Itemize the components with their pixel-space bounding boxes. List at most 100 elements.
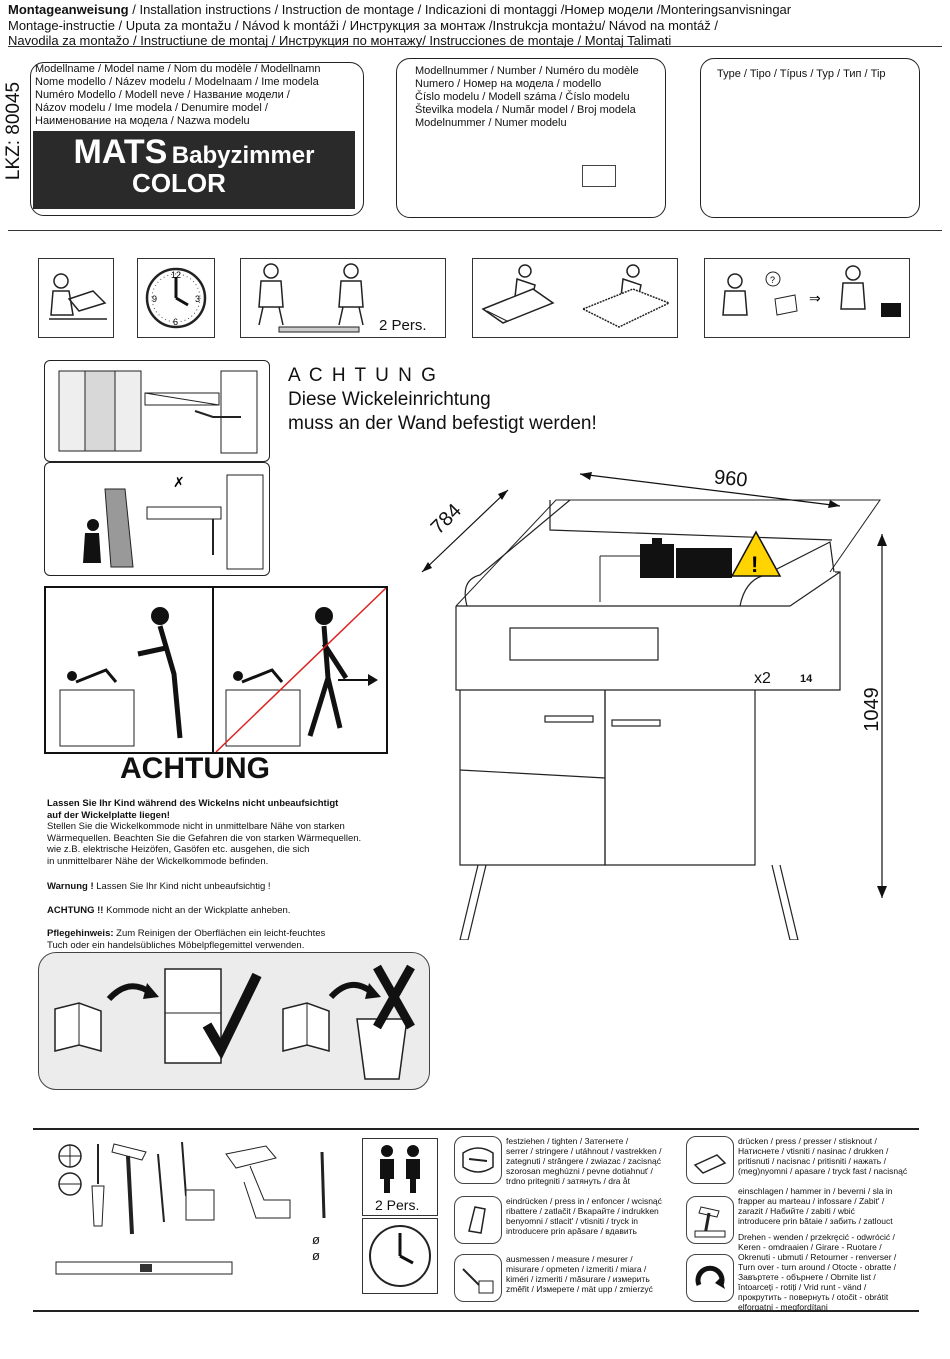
- product-drawing: !: [421, 472, 887, 940]
- warning-p4-bold: Pflegehinweis:: [47, 928, 114, 939]
- push-line: pritisnuti / nacisnac / pritisniti / наж…: [738, 1156, 886, 1166]
- model-number-box: Modellnummer / Number / Numéro du modèle…: [396, 58, 666, 218]
- warning-p1-bold2: auf der Wickelplatte liegen!: [47, 809, 170, 821]
- press-in-line: benyomni / stlacit' / vtisniti / tryck i…: [506, 1216, 638, 1226]
- tools-illustration: [55, 1141, 326, 1275]
- model-label-line: Наименование на модела / Nazwa modelu: [35, 115, 250, 127]
- model-name-main: MATS: [73, 133, 168, 171]
- missing-parts-picto: ? ⇒: [704, 258, 910, 338]
- two-persons-label: 2 Pers.: [379, 317, 427, 334]
- hammer-icon: [111, 1143, 147, 1161]
- warning-p1-bold1: Lassen Sie Ihr Kind während des Wickelns…: [47, 798, 339, 809]
- drill-icon: [225, 1145, 277, 1169]
- tighten-line: serrer / stringere / utáhnout / vastrekk…: [506, 1146, 662, 1156]
- file-instructions-icons: [54, 964, 415, 1080]
- time-tool-box: [362, 1218, 438, 1294]
- clock-12: 12: [171, 270, 181, 280]
- tighten-line: zategnuti / strângere / zwiazac / zacisn…: [506, 1156, 661, 1166]
- header-line-1: Montageanweisung / Installation instruct…: [8, 2, 948, 18]
- model-name-labels: Modellname / Model name / Nom du modèle …: [35, 63, 321, 128]
- hammer-in-icon: [694, 1206, 726, 1238]
- tighten-icon: [462, 1147, 494, 1173]
- clock-6: 6: [173, 317, 178, 327]
- push-line: (meg)nyomni / apasare / tryck fast / nac…: [738, 1166, 908, 1176]
- type-box: Type / Tipo / Típus / Typ / Тип / Tip: [700, 58, 920, 218]
- turn-line: прокрутить - повернуть / otočit - obráti…: [738, 1292, 889, 1302]
- press-in-line: eindrücken / press in / enfoncer / wcisn…: [506, 1196, 662, 1206]
- tighten-icon-box: [454, 1136, 502, 1184]
- tip-over-diagram: ✗: [44, 462, 270, 576]
- dimension-height: 1049: [860, 687, 883, 732]
- warning-paragraph-1: Lassen Sie Ihr Kind während des Wickelns…: [47, 798, 407, 867]
- read-instructions-picto: [38, 258, 114, 338]
- pencil-icon: [157, 1153, 165, 1223]
- warning-p1-line: wie z.B. elektrische Heizöfen, Gasöfen e…: [47, 844, 310, 855]
- turn-line: Okrenuti - ubmuti / Retourner - renverse…: [738, 1252, 897, 1262]
- carpet-assembly-icon: [481, 264, 671, 328]
- measure-line: změřit / Измерете / mät upp / zmierzyć: [506, 1284, 653, 1294]
- hammer-in-line: introducere prin bătaie / забить / zatlo…: [738, 1216, 893, 1226]
- diagram-divider: [212, 588, 214, 752]
- two-persons-tool-box: 2 Pers.: [362, 1138, 438, 1216]
- number-small-square: [582, 165, 616, 187]
- number-label-line: Numero / Номер на модела / modello: [415, 78, 602, 90]
- warning-p3-rest: Kommode nicht an der Wickplatte anheben.: [103, 904, 291, 916]
- tighten-label: festziehen / tighten / Затегнете / serre…: [506, 1136, 661, 1186]
- measure-line: kiméri / izmeriti / măsurare / измерить: [506, 1274, 650, 1284]
- measure-label: ausmessen / measure / mesurer / misurare…: [506, 1254, 653, 1294]
- tools-top-rule: [33, 1128, 919, 1130]
- svg-text:✗: ✗: [173, 474, 185, 490]
- hammer-in-line: zarazit / Набийте / zabiti / wbić: [738, 1206, 855, 1216]
- number-label-line: Modelnummer / Numer modelu: [415, 117, 567, 129]
- svg-text:!: !: [751, 552, 758, 577]
- model-number-labels: Modellnummer / Number / Numéro du modèle…: [415, 65, 639, 130]
- clock-9: 9: [152, 294, 157, 304]
- header-divider: [8, 46, 942, 47]
- hammer-in-line: einschlagen / hammer in / beverni / sla …: [738, 1186, 893, 1196]
- model-label-line: Názov modelu / Ime modela / Denumire mod…: [35, 102, 268, 114]
- awl-icon: [181, 1141, 187, 1197]
- model-label-line: Nome modello / Název modelu / Modelnaam …: [35, 76, 319, 88]
- turn-over-label: Drehen - wenden / przekręcić - odwrócić …: [738, 1232, 896, 1312]
- right-door: [604, 690, 756, 866]
- warning-paragraph-3: ACHTUNG !! Kommode nicht an der Wickplat…: [47, 905, 407, 917]
- top-divider: [8, 230, 942, 231]
- header-line1-rest: / Installation instructions / Instructio…: [128, 2, 792, 17]
- type-label: Type / Tipo / Típus / Typ / Тип / Tip: [717, 68, 886, 80]
- clock-icon: 12 3 6 9: [145, 267, 207, 329]
- call-support-icon: ? ⇒: [722, 265, 901, 317]
- warning-p1-line: in unmittelbarer Nähe der Wickelkommode …: [47, 855, 269, 867]
- hammer-in-icon-box: [686, 1196, 734, 1244]
- wall-warning-line1: Diese Wickeleinrichtung: [288, 389, 491, 410]
- press-in-label: eindrücken / press in / enfoncer / wcisn…: [506, 1196, 662, 1236]
- two-persons-icon: [380, 1145, 420, 1193]
- model-name-color: COLOR: [132, 168, 226, 198]
- push-hand-icon: [693, 1154, 727, 1174]
- tools-clock-icon: [369, 1225, 431, 1287]
- tools-two-persons-label: 2 Pers.: [375, 1197, 420, 1213]
- falling-cabinet-icon: ✗: [83, 474, 264, 570]
- tighten-line: festziehen / tighten / Затегнете /: [506, 1136, 629, 1146]
- turn-line: Keren - omdraaien / Girare - Ruotare /: [738, 1242, 882, 1252]
- press-in-line: ribattere / zatlačit / Вкарайте / indruk…: [506, 1206, 659, 1216]
- time-picto: 12 3 6 9: [137, 258, 215, 338]
- press-in-line: introducere prin apăsare / вдавить: [506, 1226, 637, 1236]
- wall-anchor-icon: [58, 370, 258, 454]
- push-line: drücken / press / presser / stisknout /: [738, 1136, 877, 1146]
- warning-p2-bold: Warnung !: [47, 881, 94, 892]
- model-label-line: Modellname / Model name / Nom du modèle …: [35, 63, 321, 75]
- warning-paragraph-2: Warnung ! Lassen Sie Ihr Kind nicht unbe…: [47, 881, 407, 893]
- measure-icon: [462, 1268, 494, 1294]
- warning-p1-line: Wärmequellen. Beachten Sie die Gefahren …: [47, 832, 362, 844]
- tighten-line: szorosan meghúzni / pevne dotiahnuť /: [506, 1166, 653, 1176]
- turn-over-icon: [695, 1265, 725, 1289]
- svg-text:?: ?: [770, 275, 775, 285]
- turn-over-icon-box: [686, 1254, 734, 1302]
- turn-line: Завъртете - обърнете / Obrnite list /: [738, 1272, 876, 1282]
- model-name-box: Modellname / Model name / Nom du modèle …: [30, 62, 364, 216]
- push-line: Натиснете / vtisniti / nasinac / drukken…: [738, 1146, 889, 1156]
- unattended-child-diagram: [44, 586, 388, 754]
- push-label: drücken / press / presser / stisknout / …: [738, 1136, 907, 1176]
- measure-icon-box: [454, 1254, 502, 1302]
- warning-p4-rest: Zum Reinigen der Oberflächen ein leicht-…: [113, 928, 326, 939]
